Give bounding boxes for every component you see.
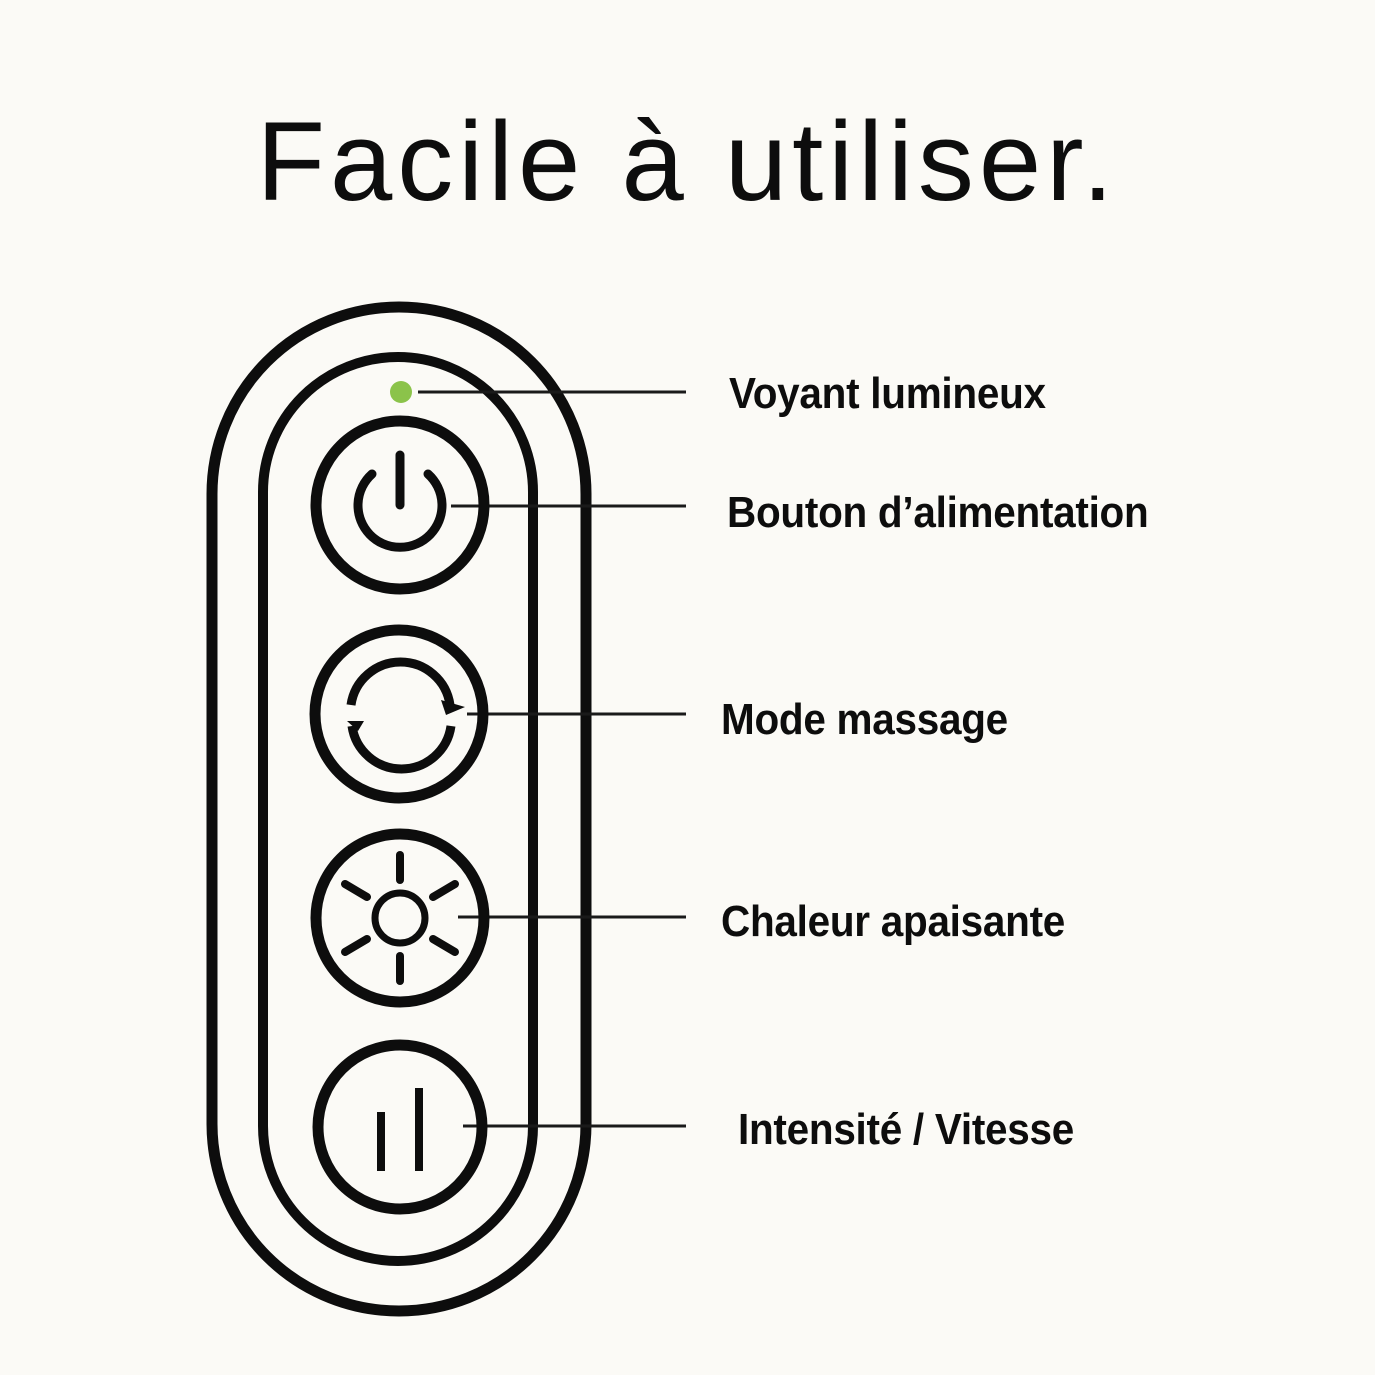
power-icon xyxy=(353,450,447,552)
indicator-light-dot xyxy=(390,381,412,403)
remote-inner-panel xyxy=(258,352,538,1266)
page-title: Facile à utiliser. xyxy=(256,99,1119,224)
intensity-label: Intensité / Vitesse xyxy=(738,1105,1075,1154)
heat-label: Chaleur apaisante xyxy=(721,897,1066,946)
cycle-arrows-icon xyxy=(346,657,465,774)
sun-heat-icon xyxy=(341,851,459,985)
indicator-light-label: Voyant lumineux xyxy=(729,369,1046,418)
massage-mode-label: Mode massage xyxy=(721,695,1008,744)
power-button-label: Bouton d’alimentation xyxy=(727,488,1149,537)
intensity-bars-icon xyxy=(377,1088,423,1171)
remote-outer-shell xyxy=(206,301,592,1317)
heat-button[interactable] xyxy=(310,828,490,1008)
massage-mode-button[interactable] xyxy=(309,624,489,804)
power-button[interactable] xyxy=(310,415,490,595)
intensity-button[interactable] xyxy=(312,1039,488,1215)
